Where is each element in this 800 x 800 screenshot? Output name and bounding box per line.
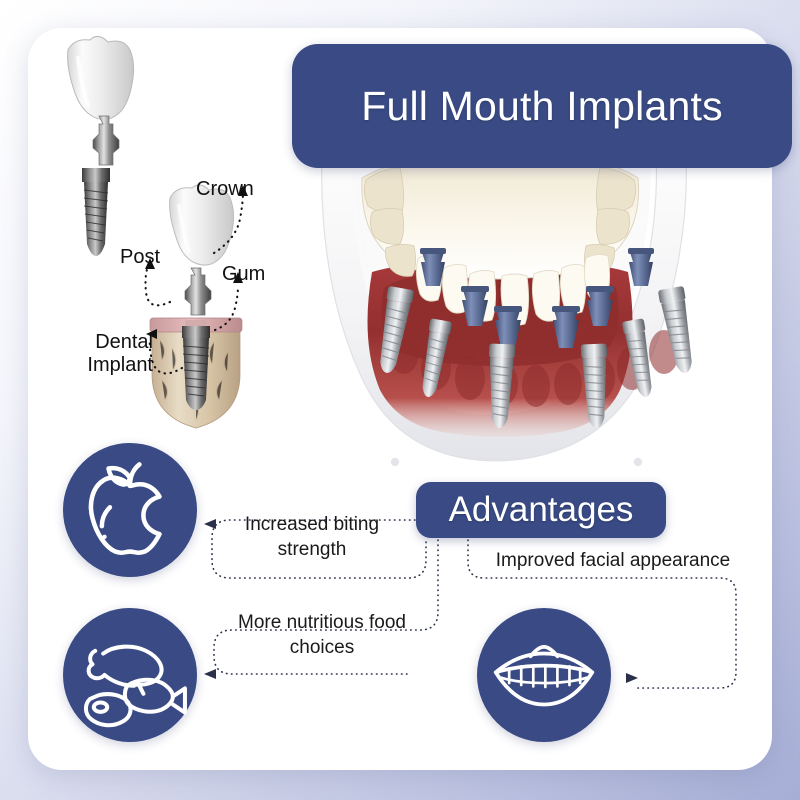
abutment-4 bbox=[552, 306, 580, 348]
page-title: Full Mouth Implants bbox=[361, 82, 723, 129]
title-banner: Full Mouth Implants bbox=[292, 44, 792, 168]
implant-screw-model-top bbox=[82, 168, 110, 256]
label-dental-implant-line2: Implant bbox=[87, 354, 153, 376]
label-dental-implant-line1: Dental bbox=[95, 331, 153, 353]
smile-teeth-icon bbox=[493, 644, 595, 707]
apple-icon bbox=[88, 462, 162, 555]
implants bbox=[380, 286, 692, 428]
implant-1 bbox=[380, 286, 414, 373]
implant-leader bbox=[148, 338, 184, 375]
abutment-model-assembled bbox=[184, 267, 212, 316]
implant-4 bbox=[580, 343, 608, 428]
advantage-text-facial-appearance-line1: Improved facial appearance bbox=[495, 550, 731, 571]
label-gum: Gum bbox=[222, 263, 266, 285]
bone-block-with-implant bbox=[149, 317, 243, 429]
implant-2 bbox=[422, 318, 452, 397]
label-post: Post bbox=[120, 246, 161, 268]
arrow-to-smile bbox=[626, 673, 638, 683]
abutment-2 bbox=[461, 286, 489, 326]
abutment-1 bbox=[420, 248, 446, 286]
advantage-icon-circle-nutritious-food bbox=[63, 608, 197, 742]
advantage-text-biting-strength: Increased biting strength bbox=[222, 512, 402, 562]
advantage-text-nutritious-food-line2: choices bbox=[289, 637, 355, 658]
advantage-icon-circle-biting-strength bbox=[63, 443, 197, 577]
advantage-text-biting-strength-line2: strength bbox=[277, 539, 347, 560]
advantage-text-biting-strength-line1: Increased biting bbox=[244, 514, 380, 535]
advantages-badge: Advantages bbox=[416, 482, 666, 538]
arrow-to-apple bbox=[204, 519, 216, 529]
anatomy-leader-arrowheads bbox=[145, 185, 248, 339]
advantage-icon-circle-facial-appearance bbox=[477, 608, 611, 742]
abutment-3 bbox=[494, 306, 522, 348]
foramen-right bbox=[633, 457, 643, 467]
denture-arch bbox=[361, 151, 640, 326]
gum-tissue bbox=[367, 260, 633, 437]
mandible-bone bbox=[321, 149, 687, 462]
abutments bbox=[420, 248, 654, 348]
gum-sockets bbox=[389, 330, 679, 407]
crown-model-top bbox=[67, 36, 135, 120]
advantage-text-facial-appearance: Improved facial appearance bbox=[478, 548, 748, 573]
label-dental-implant: Dental Implant bbox=[71, 331, 153, 377]
meat-fish-icon bbox=[83, 644, 187, 728]
abutment-5 bbox=[586, 286, 614, 326]
label-crown: Crown bbox=[196, 178, 254, 200]
arrow-to-meat bbox=[204, 669, 216, 679]
advantage-text-nutritious-food-line1: More nutritious food bbox=[238, 612, 406, 633]
advantage-text-nutritious-food: More nutritious food choices bbox=[222, 610, 422, 660]
implant-5 bbox=[622, 318, 652, 397]
foramen-left bbox=[390, 457, 400, 467]
implant-6 bbox=[658, 286, 692, 373]
abutment-6 bbox=[628, 248, 654, 286]
advantages-label: Advantages bbox=[448, 490, 634, 529]
abutment-model-top bbox=[92, 115, 120, 166]
implant-3 bbox=[488, 343, 516, 428]
gum-leader bbox=[213, 284, 240, 332]
